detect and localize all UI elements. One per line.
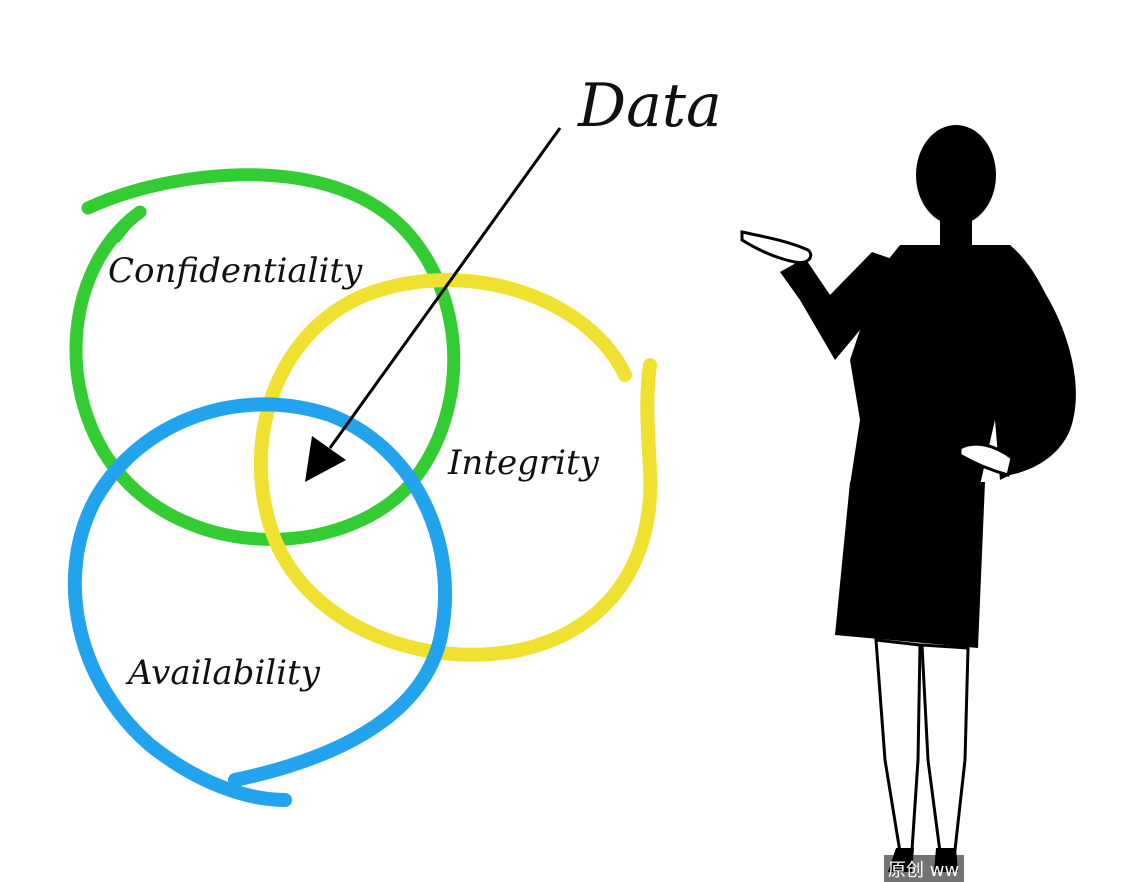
availability-label: Availability — [125, 653, 321, 693]
confidentiality-label: Confidentiality — [108, 251, 363, 291]
data-label: Data — [577, 71, 722, 141]
data-arrow — [305, 127, 562, 482]
integrity-label: Integrity — [447, 443, 600, 483]
integrity-ring — [253, 273, 658, 662]
availability-ring — [67, 397, 453, 807]
watermark: 原创 ww — [884, 855, 964, 882]
presenter-head — [916, 125, 996, 225]
confidentiality-ring — [69, 168, 461, 546]
presenter-legs — [874, 638, 922, 854]
presenter-neck — [940, 215, 972, 247]
presenter-silhouette — [740, 125, 1076, 872]
watermark-background — [884, 855, 964, 882]
presenter-left-arm — [780, 252, 895, 360]
presenter-hip-hand — [958, 442, 1014, 477]
presenter-right-arm — [1005, 285, 1076, 475]
presenter-legs-right — [920, 643, 970, 854]
presenter-skirt — [835, 482, 985, 648]
presenter-hand — [740, 230, 813, 265]
watermark-text: 原创 ww — [888, 860, 959, 881]
presenter-jacket — [850, 245, 1073, 485]
